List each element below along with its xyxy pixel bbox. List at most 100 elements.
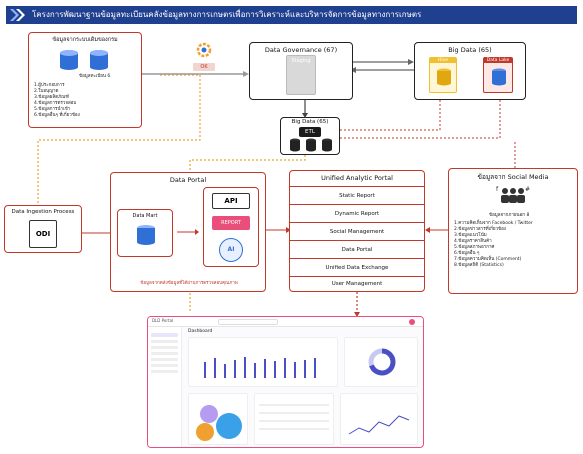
big-data-box: Big Data (65) Hive Data Lake <box>414 42 526 100</box>
sidebar-item[interactable] <box>151 340 178 343</box>
list-item: 3.ข้อมูลแนวโน้ม <box>454 233 487 238</box>
data-lake-store: Data Lake <box>483 57 513 93</box>
list-item: 7.ข้อมูลความคิดเห็น (Comment) <box>454 257 522 262</box>
etl-title: Big Data (65) <box>291 119 329 125</box>
list-item: 4.ข้อมูลราคาสินค้า <box>454 239 492 244</box>
stats-list-panel <box>254 393 334 445</box>
portal-item-user-management[interactable]: User Management <box>290 276 424 291</box>
api-badge: API <box>212 193 250 209</box>
data-governance-box: Data Governance (67) Staging <box>249 42 353 100</box>
list-item: 2.ข้อมูลข่าวสารที่เกี่ยวข้อง <box>454 227 506 232</box>
database-icon <box>437 68 451 86</box>
portal-item-social-management[interactable]: Social Management <box>290 222 424 240</box>
list-item <box>259 428 329 430</box>
dashboard-title: Dashboard <box>188 329 213 334</box>
list-item: 1.ผู้ประกอบการ <box>34 83 65 88</box>
sidebar-item[interactable] <box>151 364 178 367</box>
bar <box>314 358 316 378</box>
gear-icon <box>196 42 212 58</box>
sidebar-item[interactable] <box>151 352 178 355</box>
bubble-panel <box>188 393 248 445</box>
staging-label: Staging <box>291 58 311 64</box>
list-item: 2.ใบอนุญาต <box>34 89 59 94</box>
bubble-chart <box>196 405 242 441</box>
banner-title: โครงการพัฒนาฐานข้อมูลทะเบียนคลังข้อมูลทา… <box>32 10 422 19</box>
avatar[interactable] <box>409 319 415 325</box>
report-badge: REPORT <box>212 216 250 230</box>
page-banner: โครงการพัฒนาฐานข้อมูลทะเบียนคลังข้อมูลทา… <box>6 6 577 24</box>
sidebar-item-active[interactable] <box>151 333 178 337</box>
line-chart-panel <box>340 393 418 445</box>
bar <box>224 364 226 378</box>
data-lake-label: Data Lake <box>484 58 512 63</box>
social-media-title: ข้อมูลจาก Social Media <box>477 173 549 181</box>
dashboard-sidebar <box>148 327 182 447</box>
list-item <box>259 404 329 406</box>
portal-services: API REPORT AI <box>203 187 259 267</box>
connector-source-ingestion <box>37 74 201 205</box>
dashboard-brand: DLD Portal <box>152 318 174 323</box>
list-item: 3.ข้อมูลผลิตภัณฑ์ <box>34 95 69 100</box>
bar <box>214 358 216 378</box>
svg-text:#: # <box>525 186 530 193</box>
arrowhead <box>354 312 360 317</box>
portal-item-data-portal[interactable]: Data Portal <box>290 240 424 258</box>
portal-item-dynamic-report[interactable]: Dynamic Report <box>290 204 424 222</box>
data-portal-box: Data Portal Data Mart API REPORT AI ข้อม… <box>110 172 266 292</box>
database-icon <box>137 225 155 245</box>
big-data-title: Big Data (65) <box>448 46 492 54</box>
list-item: 6.ข้อมูลอื่น ๆ <box>454 251 480 256</box>
hive-label: Hive <box>430 58 456 63</box>
bar-chart <box>204 357 316 378</box>
unified-portal-title: Unified Analytic Portal <box>321 174 393 182</box>
donut-chart <box>368 348 396 376</box>
social-media-subtitle: ข้อมูลจากภายนอก 8 <box>489 213 530 218</box>
staging-area: Staging <box>286 55 316 95</box>
line-chart <box>348 415 410 435</box>
database-icon <box>290 138 300 152</box>
svg-text:f: f <box>496 186 499 193</box>
bar <box>294 362 296 378</box>
portal-item-unified-data-exchange[interactable]: Unified Data Exchange <box>290 258 424 276</box>
odi-label: ODI <box>35 230 51 238</box>
bar <box>234 360 236 378</box>
dashboard-screenshot: DLD Portal Dashboard <box>147 316 424 448</box>
arrow-icon <box>177 229 199 235</box>
data-portal-title: Data Portal <box>169 176 207 184</box>
social-people-icon: f # <box>496 186 530 203</box>
list-item: 5.ข้อมูลการนำเข้า <box>34 107 71 112</box>
data-mart-title: Data Mart <box>132 213 158 219</box>
database-icon <box>60 50 78 70</box>
sidebar-item[interactable] <box>151 370 178 373</box>
arrowhead <box>408 59 414 65</box>
bar <box>244 357 246 378</box>
list-item <box>259 412 329 414</box>
list-item: 5.ข้อมูลสภาพอากาศ <box>454 245 495 250</box>
etl-badge: ETL <box>299 127 321 137</box>
bar <box>204 362 206 378</box>
odi-file-icon: ODI <box>29 220 57 248</box>
data-governance-title: Data Governance (67) <box>264 46 338 54</box>
sidebar-item[interactable] <box>151 346 178 349</box>
arrowhead <box>350 67 356 73</box>
portal-item-static-report[interactable]: Static Report <box>290 186 424 204</box>
sidebar-item[interactable] <box>151 358 178 361</box>
source-database-subtitle: ข้อมูลทะเบียน 6 <box>79 74 111 79</box>
connector-etl-datalake <box>340 100 501 139</box>
database-icon <box>90 50 108 70</box>
ok-badge: OK <box>193 63 215 71</box>
bar <box>284 358 286 378</box>
bar <box>254 363 256 378</box>
donut-panel <box>344 337 418 387</box>
source-database-box: ข้อมูลจากระบบเดิมของกรม ข้อมูลทะเบียน 6 … <box>28 32 142 128</box>
data-portal-footer: ข้อมูลจากคลังข้อมูลที่ได้ผ่านการตรวจสอบค… <box>140 281 238 286</box>
arrowhead <box>286 227 291 233</box>
bar <box>304 360 306 378</box>
bar <box>264 359 266 378</box>
data-mart-box: Data Mart <box>117 209 173 257</box>
arrowhead <box>302 113 308 118</box>
list-item: 1.ความคิดเห็นจาก Facebook / Twitter <box>454 221 533 226</box>
search-input[interactable] <box>218 319 278 325</box>
ai-badge: AI <box>219 238 243 262</box>
